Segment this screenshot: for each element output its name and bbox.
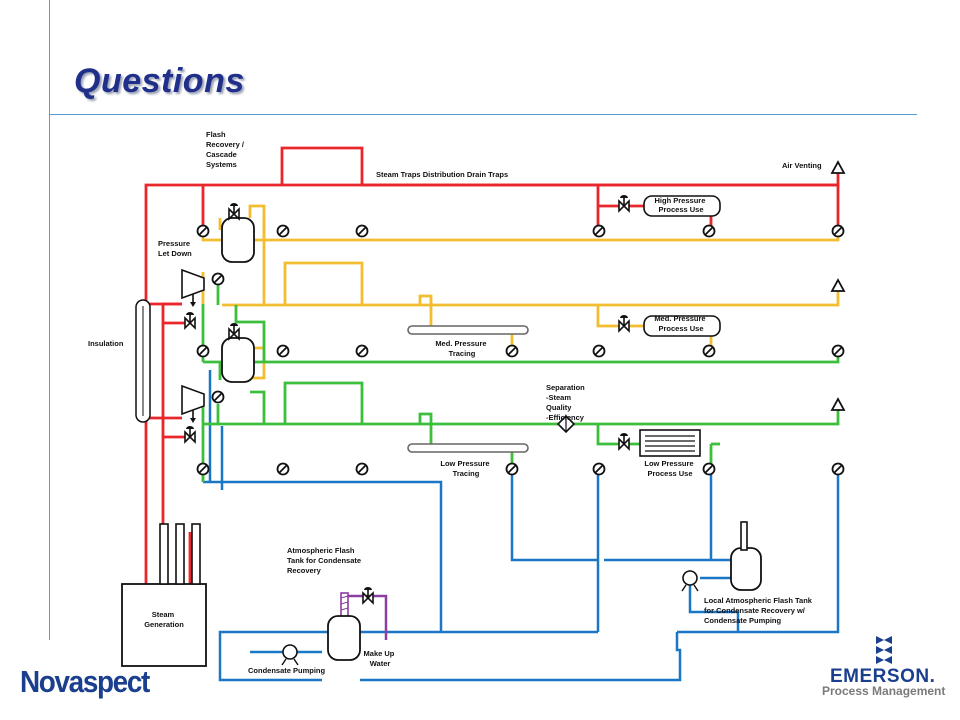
steam-trap-icon [211, 390, 225, 404]
make-up-water-line [348, 594, 388, 640]
make-up-water-valve [362, 586, 374, 604]
steam-trap-icon [355, 224, 369, 238]
steam-trap-icon [592, 344, 606, 358]
steam-trap-icon [196, 462, 210, 476]
diagram-labels: Flash Recovery / Cascade Systems Steam T… [88, 130, 822, 675]
steam-trap-icon [831, 344, 845, 358]
insulation-jacket [135, 299, 151, 423]
label-low-pressure-use: Low Pressure Process Use [644, 459, 695, 478]
medium-pressure-steam-lines [201, 204, 840, 380]
emerson-logo-icon [876, 636, 892, 664]
label-med-pressure-tracing: Med. Pressure Tracing [435, 339, 488, 358]
steam-trap-icon [702, 344, 716, 358]
steam-trap-icon [276, 224, 290, 238]
air-vent-icon-high [831, 161, 845, 174]
condensate-pump [281, 644, 299, 666]
condensate-return-lines [203, 370, 840, 682]
slide-horizontal-rule [49, 114, 917, 115]
label-steam-traps: Steam Traps Distribution Drain Traps [376, 170, 508, 179]
emerson-logo-text: EMERSON. [830, 666, 936, 687]
steam-trap-icon [196, 224, 210, 238]
med-pressure-use-valve [618, 314, 630, 332]
label-separation: Separation -Steam Quality -Efficiency [546, 383, 587, 422]
label-low-pressure-tracing: Low Pressure Tracing [440, 459, 491, 478]
flash-tank-middle [221, 337, 255, 383]
steam-trap-icon [592, 462, 606, 476]
label-condensate-pumping: Condensate Pumping [248, 666, 326, 675]
emerson-logo-subtitle: Process Management [822, 684, 946, 698]
control-valve-lower [184, 425, 196, 443]
flash-tank-valve-upper [228, 202, 240, 220]
label-med-pressure-use: Med. Pressure Process Use [654, 314, 707, 333]
air-vent-icon-low [831, 398, 845, 411]
med-pressure-tracing-coil [407, 325, 529, 335]
steam-trap-icon [276, 344, 290, 358]
label-air-venting: Air Venting [782, 161, 822, 170]
steam-generation-boiler [121, 523, 207, 667]
atmospheric-flash-tank [327, 615, 361, 661]
flash-tank-vent-stack [340, 592, 349, 618]
label-steam-generation: Steam Generation [144, 610, 184, 629]
steam-trap-icon [355, 344, 369, 358]
steam-trap-icon [702, 224, 716, 238]
steam-trap-icon [702, 462, 716, 476]
steam-trap-icon [196, 344, 210, 358]
steam-trap-icon [276, 462, 290, 476]
label-pressure-let-down: Pressure Let Down [158, 239, 192, 258]
steam-trap-icon [505, 344, 519, 358]
slide-title: Questions [74, 62, 245, 100]
med-pressure-process-use-box [643, 315, 721, 337]
air-vent-icon-medium [831, 279, 845, 292]
local-condensate-pump [681, 570, 699, 592]
slide-vertical-rule [49, 0, 50, 640]
steam-trap-icon [831, 224, 845, 238]
pressure-let-down-valve-lower [181, 384, 205, 423]
local-flash-tank [730, 521, 762, 591]
label-high-pressure-use: High Pressure Process Use [655, 196, 708, 214]
high-pressure-process-use-box [643, 195, 721, 217]
low-pressure-tracing-coil [407, 443, 529, 453]
label-flash-recovery: Flash Recovery / Cascade Systems [206, 130, 246, 169]
control-valve-upper [184, 311, 196, 329]
steam-trap-icon [505, 462, 519, 476]
low-pressure-steam-lines [201, 285, 840, 482]
flash-tank-upper [221, 217, 255, 263]
low-pressure-use-valve [618, 432, 630, 450]
steam-trap-icon [211, 272, 225, 286]
steam-trap-icon [355, 462, 369, 476]
steam-trap-icon [831, 462, 845, 476]
label-atmospheric-flash-tank: Atmospheric Flash Tank for Condensate Re… [287, 546, 363, 575]
label-insulation: Insulation [88, 339, 124, 348]
novaspect-logo: Novaspect [20, 664, 150, 699]
flash-tank-valve-middle [228, 322, 240, 340]
steam-trap-icon [592, 224, 606, 238]
steam-separator [556, 414, 576, 434]
pressure-let-down-valve-upper [181, 268, 205, 307]
low-pressure-process-use-unit [639, 429, 701, 457]
high-pressure-use-valve [618, 194, 630, 212]
label-make-up-water: Make Up Water [364, 649, 397, 668]
label-local-flash-tank: Local Atmospheric Flash Tank for Condens… [704, 596, 814, 625]
